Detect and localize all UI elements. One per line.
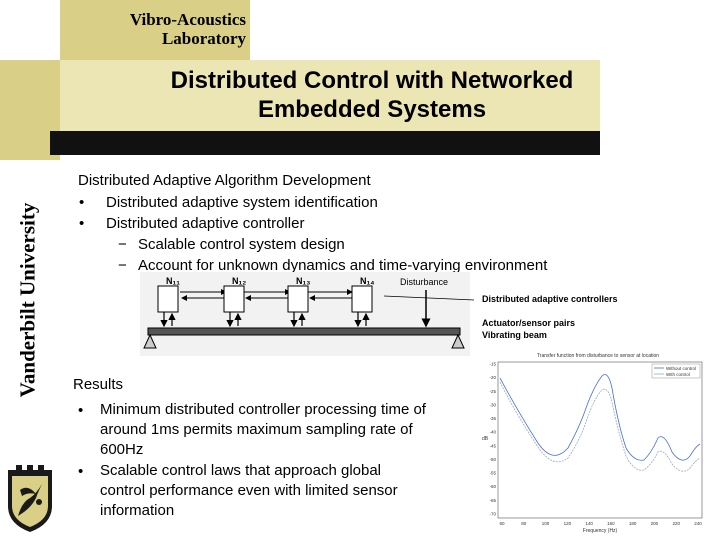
university-name: Vanderbilt University	[15, 202, 40, 398]
title-band	[60, 60, 600, 132]
node-label: N₁₂	[232, 276, 246, 286]
section-heading: Distributed Adaptive Algorithm Developme…	[78, 172, 371, 189]
results-heading: Results	[73, 376, 124, 393]
results-line: Minimum distributed controller processin…	[100, 401, 426, 418]
node-label: N₁₄	[360, 276, 375, 286]
controller-node: N₁₁	[157, 276, 180, 313]
y-tick-label: -45	[489, 443, 496, 448]
legend-leader	[383, 295, 475, 301]
y-tick-label: -50	[489, 457, 496, 462]
y-tick-label: -40	[489, 430, 496, 435]
bullet-marker: •	[79, 194, 85, 211]
y-tick-labels: -15 -20 -25 -30 -35 -40 -45 -50 -55 -60 -65 -70	[489, 362, 496, 517]
plot-frame	[497, 361, 703, 519]
subbullet-marker: −	[118, 257, 127, 274]
university-sidebar: Vanderbilt University	[0, 160, 56, 440]
controller-node: N₁₄	[351, 276, 375, 313]
x-tick-label: 220	[672, 521, 680, 526]
results-item: Scalable control laws that approach glob…	[100, 461, 460, 521]
subbullet-text: Account for unknown dynamics and time-va…	[138, 257, 548, 274]
x-tick-label: 80	[521, 521, 527, 526]
beam-support	[143, 333, 157, 349]
results-line: around 1ms permits maximum sampling rate…	[100, 421, 413, 438]
slide-title-line1: Distributed Control with Networked	[170, 67, 574, 94]
controller-node: N₁₂	[223, 276, 246, 313]
y-tick-label: -70	[489, 512, 496, 517]
series-without-control	[499, 374, 701, 461]
results-item: Minimum distributed controller processin…	[100, 400, 460, 460]
x-tick-label: 100	[542, 521, 550, 526]
disturbance-label: Disturbance	[400, 277, 448, 287]
x-tick-labels: 60 80 100 120 140 160 180 200 220 240	[499, 521, 702, 526]
plot-legend: Without control With control	[651, 363, 701, 379]
x-tick-label: 200	[651, 521, 659, 526]
node-label: N₁₃	[296, 276, 310, 286]
results-line: 600Hz	[100, 441, 144, 458]
x-tick-label: 240	[694, 521, 702, 526]
results-line: Scalable control laws that approach glob…	[100, 462, 382, 479]
results-line: control performance even with limited se…	[100, 482, 398, 499]
university-shield-logo	[8, 465, 52, 532]
y-tick-label: -60	[489, 484, 496, 489]
title-underline-bar	[50, 131, 600, 155]
legend-actuators: Actuator/sensor pairs	[482, 318, 575, 328]
x-axis-label: Frequency (Hz)	[583, 528, 618, 534]
bullet-text: Distributed adaptive controller	[106, 215, 305, 232]
bullet-text: Distributed adaptive system identificati…	[106, 194, 378, 211]
subbullet-marker: −	[118, 236, 127, 253]
slide-title-line2: Embedded Systems	[257, 96, 487, 123]
x-tick-label: 120	[564, 521, 572, 526]
legend-with: With control	[666, 372, 690, 377]
beam-diagram: N₁₁ N₁₂ N₁₃ N₁₄ Disturbance Distributed …	[140, 272, 618, 356]
x-tick-label: 160	[607, 521, 615, 526]
controller-node: N₁₃	[287, 276, 310, 313]
vibrating-beam	[147, 327, 461, 336]
y-tick-label: -35	[489, 416, 496, 421]
bullet-marker: •	[78, 463, 84, 480]
y-tick-label: -55	[489, 471, 496, 476]
y-axis-label: dB	[482, 436, 489, 442]
x-tick-label: 180	[629, 521, 637, 526]
legend-without: Without control	[666, 366, 696, 371]
legend-beam: Vibrating beam	[482, 330, 547, 340]
bullet-marker: •	[78, 402, 84, 419]
series-with-control	[499, 381, 701, 472]
y-tick-label: -30	[489, 402, 496, 407]
y-tick-label: -15	[489, 362, 496, 367]
legend-controllers: Distributed adaptive controllers	[482, 294, 618, 304]
y-tick-label: -20	[489, 375, 496, 380]
subbullet-text: Scalable control system design	[138, 236, 345, 253]
lab-banner	[60, 0, 250, 60]
results-line: information	[100, 502, 175, 519]
slide-title: Distributed Control with Networked Embed…	[60, 66, 684, 124]
x-tick-label: 60	[499, 521, 505, 526]
lab-name: Vibro-Acoustics Laboratory	[60, 10, 246, 48]
transfer-function-plot: Transfer function from disturbance to se…	[476, 348, 720, 534]
beam-support	[451, 333, 465, 349]
plot-title: Transfer function from disturbance to se…	[537, 353, 659, 359]
y-tick-label: -65	[489, 498, 496, 503]
bullet-marker: •	[79, 215, 85, 232]
x-tick-label: 140	[585, 521, 593, 526]
lab-name-line2: Laboratory	[161, 29, 246, 48]
node-label: N₁₁	[166, 276, 180, 286]
y-tick-label: -25	[489, 389, 496, 394]
lab-name-line1: Vibro-Acoustics	[129, 10, 246, 29]
